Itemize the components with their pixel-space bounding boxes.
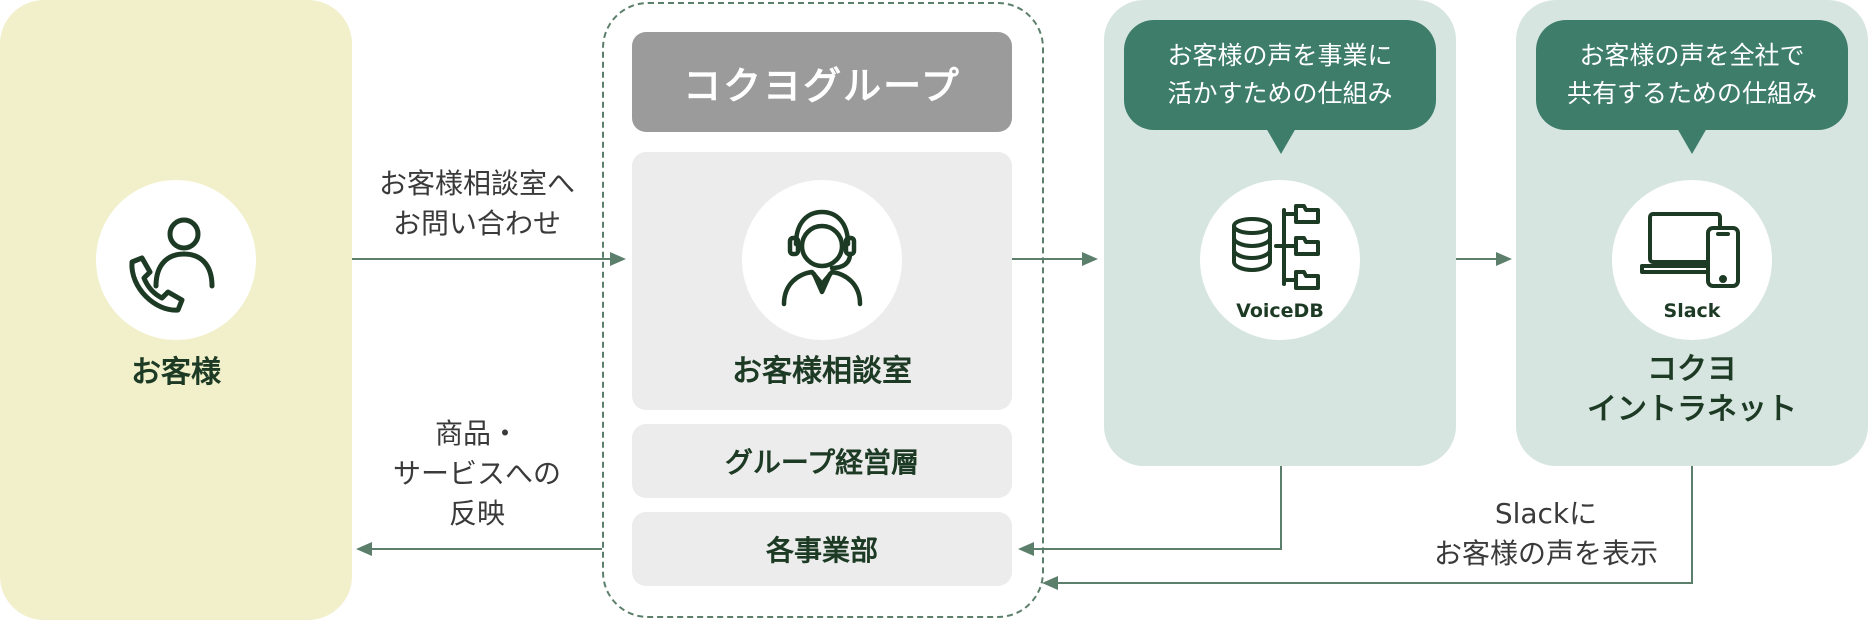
headset-operator-icon: [781, 209, 863, 307]
database-tree-icon: [1232, 204, 1320, 290]
feedback-flow-line2: サービスへの: [392, 457, 561, 490]
group-panel: [602, 2, 1044, 618]
arrowhead-customer-to-group: [610, 252, 626, 266]
divisions-box: 各事業部: [632, 512, 1012, 586]
arrowhead-voicedb-to-intranet: [1496, 252, 1512, 266]
voicedb-bubble: お客様の声を事業に 活かすための仕組み: [1124, 20, 1436, 130]
feedback-flow-line3: 反映: [448, 497, 505, 530]
voicedb-bubble-tail: [1266, 128, 1296, 154]
intranet-bubble: お客様の声を全社で 共有するための仕組み: [1536, 20, 1848, 130]
intranet-icon-circle: [1612, 180, 1772, 340]
feedback-flow-line1: 商品・: [434, 417, 519, 450]
group-header: コクヨグループ: [632, 32, 1012, 132]
voicedb-icon-circle: [1200, 180, 1360, 340]
arrowhead-intranet-to-group: [1042, 576, 1058, 590]
arrowhead-group-to-customer: [356, 542, 372, 556]
arrow-intranet-to-group: [1058, 466, 1693, 584]
slack-flow-label: Slackに お客様の声を表示: [1396, 494, 1696, 574]
person-phone-icon: [129, 217, 215, 313]
feedback-flow-label: 商品・ サービスへの 反映: [352, 414, 602, 534]
inquiry-flow-line2: お問い合わせ: [392, 207, 561, 240]
voicedb-bubble-line2: 活かすための仕組み: [1167, 79, 1393, 108]
arrowhead-group-to-voicedb: [1082, 252, 1098, 266]
arrow-voicedb-to-divisions: [1034, 466, 1282, 550]
customer-label: お客様: [131, 355, 221, 390]
inquiry-flow-label: お客様相談室へ お問い合わせ: [352, 164, 602, 244]
inquiry-flow-line1: お客様相談室へ: [378, 167, 575, 200]
customer-icon-circle: [96, 180, 256, 340]
intranet-bubble-tail: [1677, 128, 1707, 154]
intranet-bubble-line1: お客様の声を全社で: [1579, 41, 1805, 70]
intranet-label: コクヨ イントラネット: [1536, 350, 1848, 430]
intranet-label-line2: イントラネット: [1587, 392, 1797, 427]
slack-flow-line2: お客様の声を表示: [1433, 537, 1658, 570]
voicedb-label: VoiceDB: [1236, 300, 1324, 322]
slack-flow-line1: Slackに: [1494, 497, 1598, 530]
intranet-bubble-line2: 共有するための仕組み: [1566, 79, 1817, 108]
consultation-icon-circle: [742, 180, 902, 340]
arrowhead-voicedb-to-divisions: [1018, 542, 1034, 556]
management-box: グループ経営層: [632, 424, 1012, 498]
intranet-icon-label: Slack: [1663, 300, 1721, 322]
voicedb-bubble-line1: お客様の声を事業に: [1167, 41, 1393, 70]
laptop-phone-icon: [1640, 212, 1740, 288]
intranet-label-line1: コクヨ: [1647, 352, 1737, 387]
consultation-room-label: お客様相談室: [732, 354, 912, 389]
